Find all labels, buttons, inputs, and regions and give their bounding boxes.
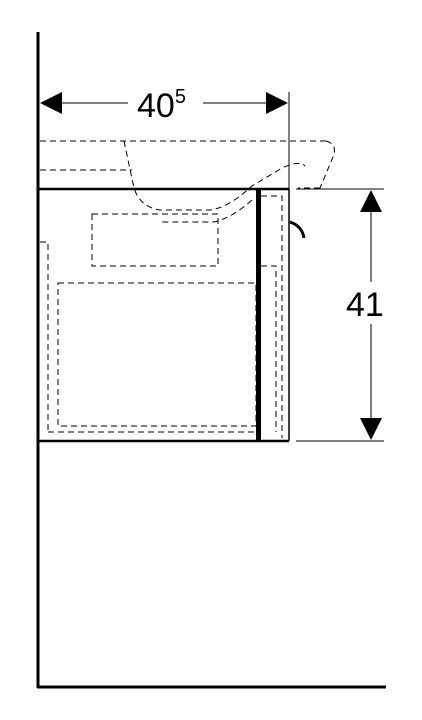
width-dimension-label: 405 (137, 86, 186, 125)
washbasin-outline (40, 140, 335, 223)
width-arrow-left (40, 92, 62, 114)
height-dimension-label: 41 (346, 286, 384, 324)
width-arrow-right (266, 92, 288, 114)
height-arrow-top (360, 190, 382, 212)
drawer-outline (40, 195, 283, 438)
handle-icon (289, 220, 306, 239)
siphon-outline (91, 213, 219, 267)
height-dimension (296, 188, 384, 442)
width-dimension (58, 92, 290, 189)
drawer-front-panel (256, 190, 261, 440)
width-value: 40 (137, 87, 175, 125)
cabinet-body (38, 187, 290, 443)
width-superscript: 5 (175, 86, 186, 108)
height-arrow-bottom (360, 418, 382, 440)
wall-and-floor (36, 32, 386, 689)
